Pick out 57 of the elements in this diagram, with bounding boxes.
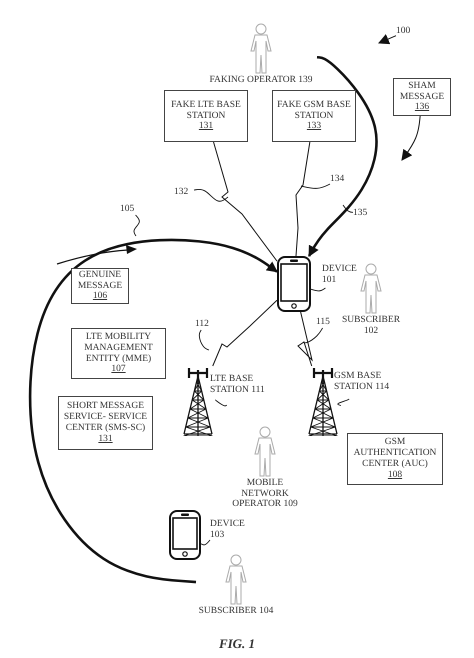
- reference-number: 108: [388, 470, 402, 481]
- box-label: FAKE LTE BASE STATION: [170, 100, 242, 122]
- component-box: [58, 396, 153, 450]
- reference-number: 107: [111, 364, 126, 376]
- component-box: [71, 268, 129, 304]
- reference-number: 131: [198, 121, 214, 132]
- person-label: FAKING OPERATOR 139: [209, 74, 313, 86]
- reference-number: 115: [316, 316, 330, 328]
- figure-caption: FIG. 1: [218, 636, 256, 652]
- arrow: [28, 238, 278, 584]
- wireless-link: [296, 142, 310, 256]
- component-box: [164, 90, 248, 142]
- wireless-link: [212, 300, 278, 366]
- leader-line: [215, 400, 228, 406]
- arrow: [378, 34, 396, 44]
- reference-number: 106: [92, 291, 108, 302]
- person-label: SUBSCRIBER 102: [340, 315, 402, 337]
- component-label: DEVICE 103: [210, 519, 246, 541]
- person-label: SUBSCRIBER 104: [198, 606, 274, 616]
- leader-line: [302, 328, 324, 344]
- leader-line: [198, 330, 210, 350]
- box-label: GSM AUTHENTICATION CENTER (AUC): [352, 437, 438, 470]
- phone-drawing: [277, 256, 311, 312]
- leader-line: [310, 288, 326, 292]
- wireless-link: [297, 312, 313, 366]
- box-label: SHORT MESSAGE SERVICE- SERVICE CENTER (SMS-SC): [62, 401, 148, 434]
- arrow: [401, 116, 421, 161]
- component-label: LTE BASE STATION 111: [210, 374, 266, 396]
- box-label: GENUINE MESSAGE: [76, 270, 124, 292]
- reference-number: 133: [306, 121, 322, 132]
- component-box: [393, 78, 451, 116]
- box-label: LTE MOBILITY MANAGEMENT ENTITY (MME): [83, 332, 154, 364]
- box-label: FAKE GSM BASE STATION: [276, 100, 352, 122]
- component-label: DEVICE 101: [322, 264, 358, 286]
- component-box: [272, 90, 356, 142]
- reference-number: 112: [195, 318, 209, 330]
- reference-number: 105: [120, 204, 134, 214]
- person-label: MOBILE NETWORK OPERATOR 109: [231, 478, 299, 510]
- leader-line: [200, 540, 210, 546]
- leader-line: [300, 184, 330, 189]
- reference-number: 131: [98, 434, 113, 445]
- leader-line: [194, 188, 228, 202]
- component-box: [347, 433, 443, 485]
- leader-line: [342, 204, 354, 213]
- component-label: GSM BASE STATION 114: [334, 371, 390, 393]
- component-box: [71, 328, 166, 379]
- wireless-link: [213, 142, 278, 262]
- reference-number: 135: [353, 208, 368, 218]
- box-label: SHAM MESSAGE: [398, 80, 446, 102]
- reference-number: 132: [174, 186, 188, 198]
- leader-line: [134, 214, 140, 236]
- leader-line: [337, 398, 350, 406]
- reference-number: 134: [330, 174, 344, 184]
- reference-number: 136: [414, 102, 430, 114]
- arrow: [308, 56, 378, 257]
- phone-drawing: [169, 510, 201, 560]
- reference-number: 100: [396, 26, 410, 36]
